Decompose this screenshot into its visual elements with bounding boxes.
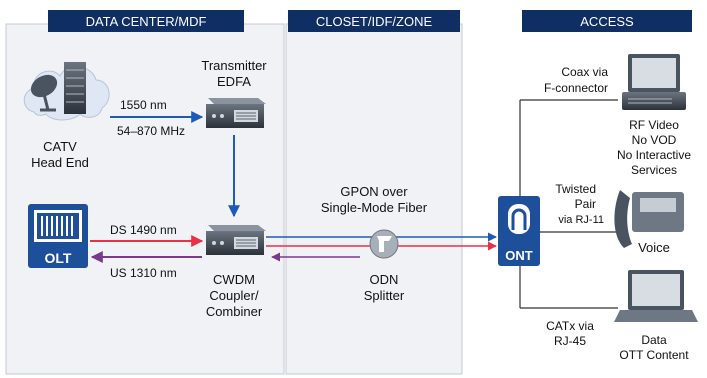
ont-label: ONT — [505, 248, 533, 263]
zone-access-header: ACCESS — [580, 14, 634, 29]
phone-icon — [614, 190, 684, 248]
odn-label-2: Splitter — [364, 288, 405, 303]
gpon-label-2: Single-Mode Fiber — [321, 200, 428, 215]
twisted-pair-label-3: via RJ-11 — [558, 214, 604, 226]
zone-closet-header: CLOSET/IDF/ZONE — [316, 14, 433, 29]
upstream-label: US 1310 nm — [110, 266, 177, 280]
cwdm-coupler-icon — [206, 225, 266, 255]
rf-band-label: 54–870 MHz — [117, 124, 185, 138]
rf-video-label-4: Services — [631, 163, 677, 177]
cwdm-label-3: Combiner — [206, 304, 263, 319]
zone-closet-panel — [285, 23, 463, 375]
catx-label-2: RJ-45 — [554, 334, 586, 348]
catv-headend-icon — [23, 62, 110, 121]
voice-label: Voice — [638, 240, 670, 255]
rf-video-label-3: No Interactive — [617, 148, 691, 162]
data-label-2: OTT Content — [619, 348, 689, 362]
rf-video-label: RF Video — [629, 118, 679, 132]
twisted-pair-label-2: Pair — [575, 197, 596, 211]
coax-label: Coax via — [561, 65, 608, 79]
downstream-label: DS 1490 nm — [110, 223, 177, 237]
gpon-label: GPON over — [340, 184, 408, 199]
laptop-icon — [614, 270, 698, 322]
catv-label-2: Head End — [31, 155, 89, 170]
cwdm-label-2: Coupler/ — [209, 288, 259, 303]
zone-closet-header-bg — [288, 10, 460, 32]
catx-label: CATx via — [546, 319, 594, 333]
zone-datacenter-header: DATA CENTER/MDF — [86, 14, 207, 29]
transmitter-edfa-icon — [206, 98, 266, 128]
olt-device-icon — [28, 204, 88, 268]
transmitter-label-2: EDFA — [217, 74, 251, 89]
transmitter-label: Transmitter — [201, 58, 267, 73]
rf-video-label-2: No VOD — [632, 133, 677, 147]
zone-access-header-bg — [522, 10, 692, 32]
data-label: Data — [641, 333, 667, 347]
ont-device-icon — [498, 196, 540, 266]
twisted-pair-label: Twisted — [555, 182, 596, 196]
tv-icon — [622, 54, 686, 110]
olt-label: OLT — [45, 250, 72, 266]
zone-datacenter-header-bg — [48, 10, 244, 32]
coax-label-2: F-connector — [544, 81, 608, 95]
odn-label: ODN — [370, 272, 399, 287]
cwdm-label: CWDM — [213, 272, 255, 287]
rf-wavelength-label: 1550 nm — [120, 98, 167, 112]
catv-label: CATV — [43, 139, 77, 154]
odn-splitter-icon — [369, 229, 399, 259]
